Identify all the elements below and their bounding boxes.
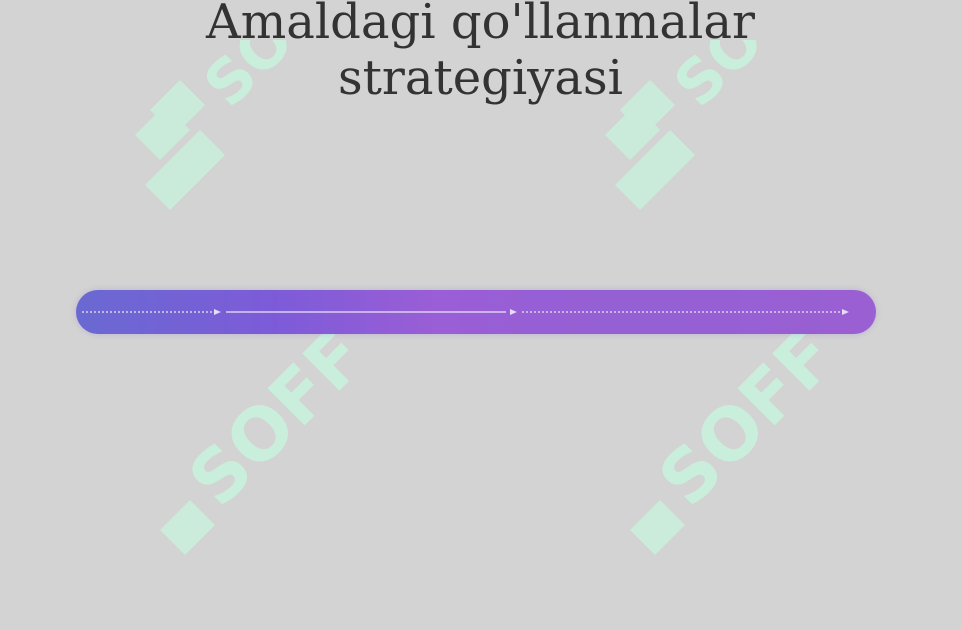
slide-title: Amaldagi qo'llanmalar strategiyasi [0, 0, 961, 106]
arrow-head-1 [214, 309, 221, 315]
track-arrows [82, 309, 849, 315]
slide-title-line2: strategiyasi [338, 50, 623, 106]
watermark-logo-bottom-left: SOFF [160, 330, 382, 555]
watermark-logo-bottom-right: SOFF [630, 330, 852, 555]
slide-title-line1: Amaldagi qo'llanmalar [206, 0, 755, 50]
watermark-text: SOFF [643, 330, 852, 522]
arrow-head-2 [510, 309, 517, 315]
watermark-text: SOFF [173, 330, 382, 522]
progress-track [76, 290, 876, 334]
arrow-head-3 [842, 309, 849, 315]
